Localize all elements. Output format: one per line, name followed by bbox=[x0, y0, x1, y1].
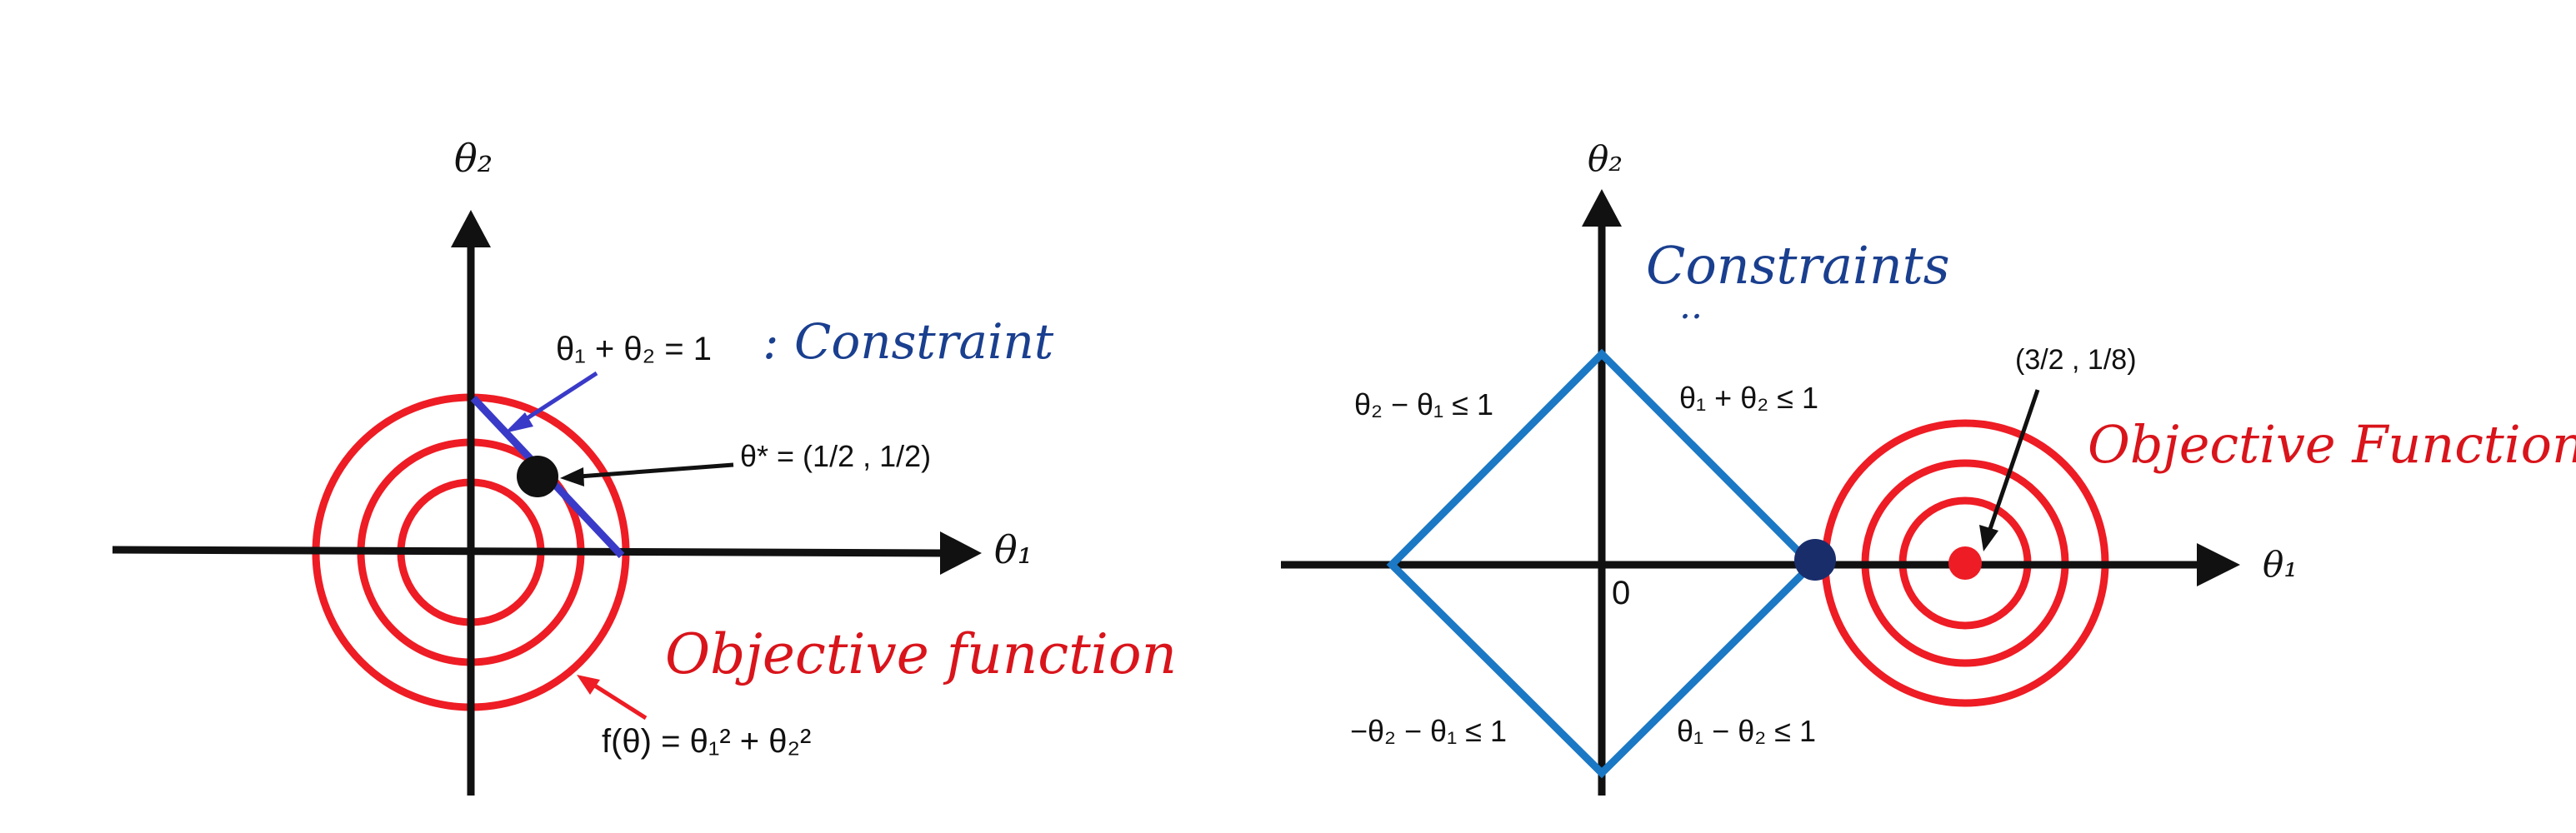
left-optimum-pointer-arrow bbox=[560, 462, 734, 486]
right-optimum-point bbox=[1794, 539, 1836, 581]
left-x-axis-label: θ₁ bbox=[994, 527, 1033, 572]
right-ineq-bottom-right: θ₁ − θ₂ ≤ 1 bbox=[1677, 714, 1816, 748]
right-x-axis-arrowhead bbox=[2197, 543, 2240, 586]
right-diagram: θ₂ θ₁ 0 Constraints .. θ₂ − θ₁ ≤ 1 θ₁ + … bbox=[1281, 138, 2576, 796]
left-optimum-label: θ* = (1/2 , 1/2) bbox=[740, 439, 931, 473]
right-x-axis-label: θ₁ bbox=[2263, 544, 2298, 585]
right-center-label: (3/2 , 1/8) bbox=[2015, 344, 2137, 376]
left-objective-formula: f(θ) = θ₁² + θ₂² bbox=[602, 723, 811, 760]
right-constraints-handwritten-note: Constraints bbox=[1646, 235, 1950, 296]
left-optimum-point bbox=[517, 456, 558, 497]
left-objective-pointer-arrow bbox=[577, 675, 648, 721]
left-x-axis bbox=[112, 546, 943, 557]
right-center-pointer-arrow bbox=[1979, 389, 2040, 551]
right-y-axis-arrowhead bbox=[1582, 189, 1622, 227]
right-ineq-bottom-left: −θ₂ − θ₁ ≤ 1 bbox=[1350, 714, 1507, 748]
left-constraint-handwritten-note: : Constraint bbox=[763, 313, 1054, 370]
left-diagram: θ₂ θ₁ θ₁ + θ₂ = 1 : Constraint θ* = (1/2… bbox=[112, 136, 1177, 796]
right-objective-handwritten-note: Objective Function bbox=[2088, 414, 2576, 475]
right-origin-label: 0 bbox=[1612, 575, 1630, 611]
left-y-axis-arrowhead bbox=[451, 210, 491, 247]
right-ineq-top-left: θ₂ − θ₁ ≤ 1 bbox=[1354, 387, 1493, 421]
right-l1-constraint-diamond bbox=[1386, 348, 1818, 779]
right-constraints-colon: .. bbox=[1679, 285, 1703, 327]
left-constraint-pointer-arrow bbox=[504, 371, 598, 433]
left-y-axis-label: θ₂ bbox=[454, 136, 493, 181]
left-x-axis-arrowhead bbox=[940, 531, 982, 575]
right-objective-center-dot bbox=[1948, 546, 1982, 580]
right-y-axis-label: θ₂ bbox=[1588, 138, 1623, 179]
right-ineq-top-right: θ₁ + θ₂ ≤ 1 bbox=[1679, 381, 1818, 415]
left-constraint-equation: θ₁ + θ₂ = 1 bbox=[556, 331, 712, 367]
left-objective-handwritten-note: Objective function bbox=[665, 622, 1177, 686]
